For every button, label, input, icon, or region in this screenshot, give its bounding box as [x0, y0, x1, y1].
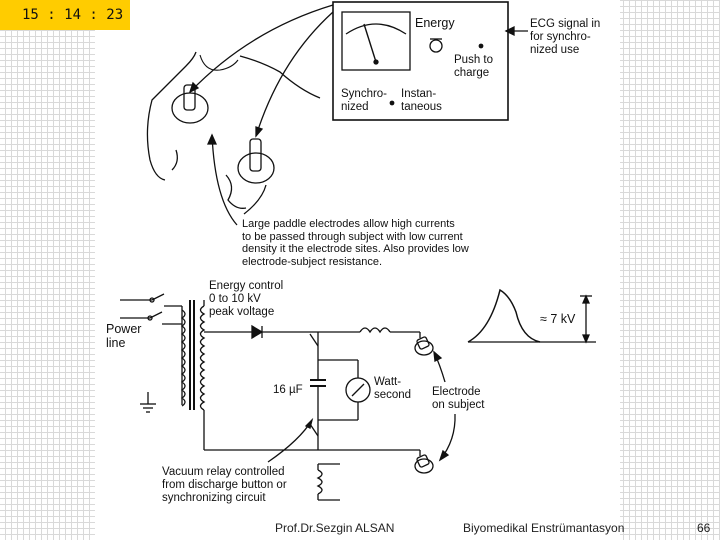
ecg-note: ECG signal in for synchro- nized use [530, 18, 601, 56]
defibrillator-unit [332, 1, 509, 121]
pulse-waveform [467, 288, 541, 343]
transformer-primary [180, 309, 186, 407]
electrode-on-subject-label: Electrode on subject [432, 386, 485, 411]
power-line-label: Power line [106, 322, 142, 350]
synchronized-label: Synchro- nized [341, 88, 388, 113]
series-inductor [359, 327, 391, 334]
meter-label: Watt- second [374, 376, 412, 401]
energy-control-label: Energy control 0 to 10 kV peak voltage [209, 280, 284, 318]
wire-upper [189, 4, 334, 93]
footer-author: Prof.Dr.Sezgin ALSAN [275, 521, 395, 535]
footer-course: Biyomedikal Enstrümantasyon [463, 521, 625, 535]
instantaneous-label: Instan- taneous [401, 88, 442, 113]
wire-lower [255, 11, 334, 137]
energy-label: Energy [415, 16, 455, 30]
footer-page-number: 66 [697, 521, 711, 535]
capacitor-label: 16 µF [273, 384, 303, 396]
energy-meter [341, 11, 411, 71]
transformer-secondary [199, 305, 206, 411]
pulse-peak-label: ≈ 7 kV [540, 312, 576, 326]
paddle-upper [171, 92, 209, 124]
push-to-charge-label: Push to charge [454, 54, 493, 79]
rectifier-diode [251, 324, 264, 340]
electrode-lower [414, 454, 434, 474]
energy-knob [429, 39, 443, 53]
electrode-upper [414, 336, 434, 356]
relay-note: Vacuum relay controlled from discharge b… [162, 466, 287, 504]
torso-outline [199, 54, 239, 71]
electrode-note: Large paddle electrodes allow high curre… [242, 218, 469, 268]
paddle-lower [237, 152, 275, 184]
relay-coil [316, 469, 323, 495]
clock-display: 15 : 14 : 23 [0, 0, 130, 30]
